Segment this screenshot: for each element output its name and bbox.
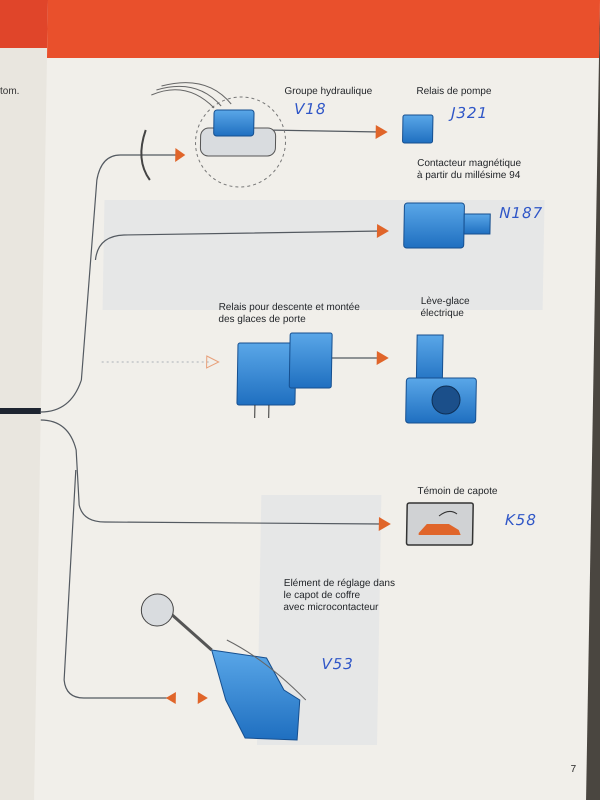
note-n187: N187 — [499, 204, 544, 222]
left-page-fragment: tom. — [0, 86, 20, 97]
trunk-adjuster-drawing — [140, 593, 307, 741]
dashed-arrow — [206, 355, 220, 369]
note-v18: V18 — [293, 100, 327, 118]
label-hydraulic-group: Groupe hydraulique — [284, 86, 373, 97]
note-j321: J321 — [450, 104, 489, 122]
signal-arrows — [165, 125, 391, 704]
label-window-relays-1: Relais pour descente et montée — [218, 302, 360, 313]
roof-indicator-drawing — [405, 502, 474, 546]
label-magnetic-contactor-2: à partir du millésime 94 — [416, 170, 521, 181]
note-v53: V53 — [321, 655, 354, 673]
label-trunk-adjuster-1: Elément de réglage dans — [283, 578, 396, 589]
pump-relay-drawing — [402, 114, 434, 144]
note-k58: K58 — [504, 511, 538, 529]
label-trunk-adjuster-2: le capot de coffre — [283, 590, 361, 601]
page-number: 7 — [570, 764, 577, 775]
label-window-motor-1: Lève-glace — [420, 296, 470, 307]
label-pump-relay: Relais de pompe — [416, 86, 492, 97]
left-page-wire-bar — [0, 408, 64, 414]
label-roof-indicator: Témoin de capote — [417, 486, 498, 497]
label-trunk-adjuster-3: avec microcontacteur — [283, 602, 379, 613]
wiring-diagram — [40, 82, 491, 741]
window-motor-drawing — [405, 334, 477, 424]
manual-page: Groupe hydraulique V18 Relais de pompe J… — [34, 0, 600, 800]
label-magnetic-contactor-1: Contacteur magnétique — [417, 158, 522, 169]
magnetic-contactor-drawing — [403, 202, 491, 249]
label-window-relays-2: des glaces de porte — [218, 314, 306, 325]
label-window-motor-2: électrique — [420, 308, 464, 319]
hydraulic-group-drawing — [140, 82, 287, 188]
window-relays-drawing — [236, 332, 333, 418]
wire-harness — [40, 129, 384, 699]
